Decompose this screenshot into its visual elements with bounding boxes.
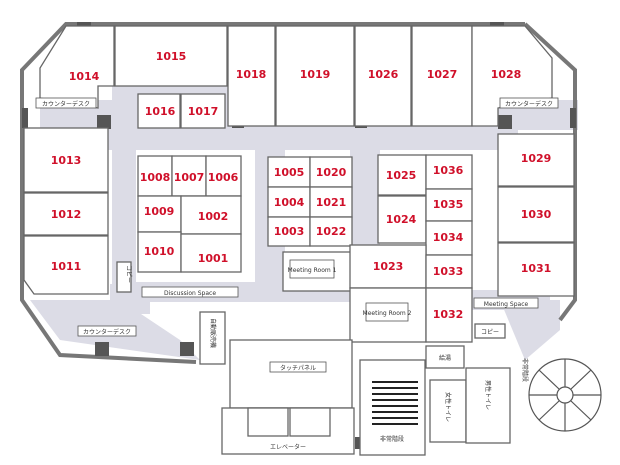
- meeting-space-label: Meeting Space: [484, 301, 529, 308]
- room-1002-label: 1002: [198, 210, 229, 223]
- room-1013-label: 1013: [51, 154, 82, 167]
- room-1024-label: 1024: [386, 213, 417, 226]
- room-1016-label: 1016: [145, 105, 176, 118]
- room-1034-label: 1034: [433, 231, 464, 244]
- room-1016: [137, 93, 181, 129]
- touch-panel-area: [229, 339, 353, 409]
- room-1013: [23, 127, 109, 193]
- room-1015: [114, 25, 228, 87]
- room-1017-label: 1017: [188, 105, 219, 118]
- room-1019-label: 1019: [300, 68, 331, 81]
- room-1009-label: 1009: [144, 205, 175, 218]
- room-1011: [23, 235, 109, 295]
- room-1030: [497, 186, 575, 243]
- room-1001-label: 1001: [198, 252, 229, 265]
- room-1027-label: 1027: [427, 68, 458, 81]
- room-1035-label: 1035: [433, 198, 464, 211]
- meeting-room-1-label: Meeting Room 1: [288, 267, 337, 274]
- room-1036-label: 1036: [433, 164, 464, 177]
- vending-area: [199, 311, 226, 365]
- room-1021-label: 1021: [316, 196, 347, 209]
- room-1005-label: 1005: [274, 166, 305, 179]
- room-1022-label: 1022: [316, 225, 347, 238]
- vending-label: 自動販売機: [209, 318, 217, 348]
- room-1007-label: 1007: [174, 171, 205, 184]
- room-1029-label: 1029: [521, 152, 552, 165]
- room-1023: [349, 244, 427, 289]
- toilet-m-label: 男性トイレ: [484, 380, 492, 410]
- copy-label-left: コピー: [125, 265, 132, 283]
- room-1011-label: 1011: [51, 260, 82, 273]
- room-1006-label: 1006: [208, 171, 239, 184]
- room-1032-label: 1032: [433, 308, 464, 321]
- elevator-car-1: [247, 407, 289, 437]
- elevator-car-2: [289, 407, 331, 437]
- stairs-room: [359, 359, 426, 456]
- touch-panel-label: タッチパネル: [280, 364, 316, 372]
- room-1027: [411, 25, 473, 127]
- area-labels: カウンターデスク カウンターデスク カウンターデスク Discussion Sp…: [42, 100, 553, 451]
- copy-box-left: [116, 261, 132, 293]
- room-1026: [354, 25, 412, 127]
- room-1031: [497, 242, 575, 297]
- room-1031-label: 1031: [521, 262, 552, 275]
- label-boxes: [35, 97, 559, 373]
- emergency-stairs-label-2: 非常階段: [521, 358, 529, 382]
- room-1025-label: 1025: [386, 169, 417, 182]
- room-1005: [267, 156, 311, 188]
- room-1006: [205, 155, 242, 197]
- counter-desk-label-2: カウンターデスク: [505, 100, 553, 108]
- room-1020-label: 1020: [316, 166, 347, 179]
- copy-box-right: [474, 323, 506, 339]
- toilet-m: [465, 367, 511, 444]
- room-1032: [425, 287, 473, 343]
- rooms: [23, 25, 575, 456]
- room-1010: [137, 231, 182, 273]
- room-1017: [180, 93, 226, 129]
- room-1018-label: 1018: [236, 68, 267, 81]
- room-1003-label: 1003: [274, 225, 305, 238]
- room-1014-label: 1014: [69, 70, 100, 83]
- kyutou-room: [425, 345, 465, 369]
- room-1022: [309, 216, 353, 247]
- stairs-steps: [372, 381, 418, 425]
- room-1026-label: 1026: [368, 68, 399, 81]
- room-1036: [425, 154, 473, 190]
- room-1012-label: 1012: [51, 208, 82, 221]
- room-1029: [497, 133, 575, 187]
- room-1034: [425, 220, 473, 256]
- discussion-space-label: Discussion Space: [164, 290, 216, 297]
- room-1004-label: 1004: [274, 196, 305, 209]
- room-1003: [267, 216, 311, 247]
- room-1025: [377, 154, 427, 196]
- counter-desk-label-1: カウンターデスク: [42, 100, 90, 108]
- room-1018: [227, 25, 276, 127]
- room-1009: [137, 195, 182, 233]
- spiral-staircase: [528, 358, 602, 432]
- emergency-stairs-label: 非常階段: [380, 435, 404, 443]
- room-1030-label: 1030: [521, 208, 552, 221]
- elevator-label: エレベーター: [270, 443, 306, 451]
- counter-desk-label-3: カウンターデスク: [83, 328, 131, 336]
- room-1019: [275, 25, 355, 127]
- room-1015-label: 1015: [156, 50, 187, 63]
- room-1012: [23, 192, 109, 236]
- copy-label-right: コピー: [481, 329, 499, 336]
- toilet-w: [429, 379, 467, 443]
- room-1033-label: 1033: [433, 265, 464, 278]
- kyutou-label: 給湯: [439, 354, 451, 362]
- room-1008-label: 1008: [140, 171, 171, 184]
- meeting-room-2-label: Meeting Room 2: [363, 310, 412, 317]
- room-1028-label: 1028: [491, 68, 522, 81]
- room-1002: [180, 195, 242, 235]
- room-1024: [377, 195, 427, 244]
- room-1014: [39, 25, 115, 109]
- room-numbers: 1015 1018 1019 1026 1027 1014 1028 1016 …: [51, 50, 552, 321]
- room-1010-label: 1010: [144, 245, 175, 258]
- toilet-w-label: 女性トイレ: [444, 392, 452, 422]
- room-1001: [180, 233, 242, 273]
- room-1023-label: 1023: [373, 260, 404, 273]
